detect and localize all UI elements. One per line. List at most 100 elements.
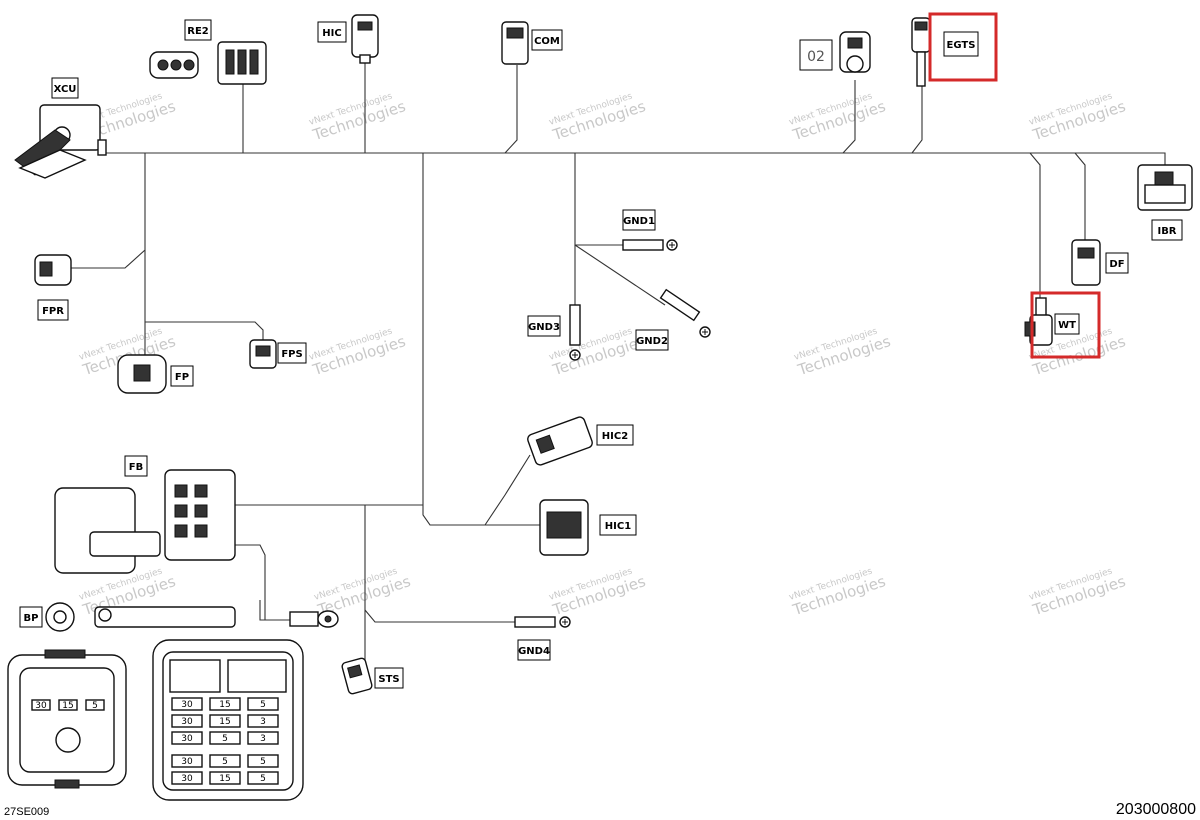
fpr-wire [70,153,146,269]
watermark: vNext Technologies Technologies [548,566,648,619]
egts-highlight [928,12,998,82]
wt-highlight [1030,291,1101,359]
hic-label-box [317,21,347,43]
o2-label-box [799,39,833,71]
fuse-box-open[interactable]: 30 15 5 30 15 3 30 5 3 30 5 5 30 15 5 [152,639,304,801]
fuse-slot [58,699,78,711]
fuse-rating: 30 [35,701,47,711]
wt-label-box [1054,313,1080,335]
fp-label: FP [175,372,189,383]
part-number: 203000800 [1116,801,1196,818]
df-connector[interactable] [1071,239,1101,286]
gnd1-terminal[interactable] [622,239,678,251]
fuse-rating: 3 [260,734,266,744]
xcu-label: XCU [54,84,77,95]
sts-label-box [374,667,404,689]
fuse-rating: 5 [260,700,266,710]
xcu-connector[interactable] [14,104,107,179]
fuse-rating: 5 [260,757,266,767]
hic1-label-box [599,514,637,536]
df-label-box [1105,252,1129,274]
fb-connector[interactable] [54,469,236,574]
watermark: vNext Technologies Technologies [1028,566,1128,619]
watermark: vNext Technologies Technologies [788,91,888,144]
fuse-rating: 5 [222,734,228,744]
hic1-label: HIC1 [605,521,631,532]
fuse-rating: 5 [260,774,266,784]
df-label: DF [1109,259,1124,270]
bp-terminal[interactable] [45,602,339,632]
com-label: COM [534,36,560,47]
gnd2-terminal[interactable] [659,288,711,338]
fuse-rating: 30 [181,717,193,727]
drawing-code-left: 27SE009 [4,806,49,818]
com-label-box [531,29,563,51]
wt-label: WT [1058,320,1076,331]
hic1-connector[interactable] [539,499,589,556]
o2-label: 02 [807,49,825,65]
fpr-connector[interactable] [34,254,72,286]
bp-label-box [19,606,43,628]
com-wire [504,65,518,154]
fuse-rating: 5 [92,701,98,711]
gnd1-label: GND1 [623,216,655,227]
watermark: vNext Technologies Technologies [548,91,648,144]
fps-wire [145,321,264,340]
gnd3-label: GND3 [528,322,560,333]
fuse-box-cover[interactable]: 30 15 5 [7,649,127,789]
hic-connector[interactable] [351,14,379,64]
ibr-label-box [1151,219,1183,241]
fuse-rating: 15 [219,717,230,727]
wt-wire [1029,152,1041,298]
gnd1-label-box [622,209,656,231]
fuse-rating: 30 [181,774,193,784]
fp-connector[interactable] [117,354,167,394]
fuse-rating: 30 [181,757,193,767]
xcu-label-box [51,77,79,99]
fps-connector[interactable] [249,339,277,369]
fpr-label: FPR [42,306,64,317]
fb-label: FB [129,462,143,473]
sts-connector[interactable] [341,657,373,695]
gnd2-label-box [635,329,669,351]
gnd4-terminal[interactable] [514,616,571,628]
gnd4-wire [364,609,515,623]
hic2-label-box [596,424,634,446]
fps-label: FPS [281,349,302,360]
egts-connector[interactable] [911,17,931,87]
fuse-rating: 15 [219,774,230,784]
fpr-label-box [37,299,69,321]
relay-slot [227,659,287,693]
fuse-rating: 30 [181,734,193,744]
watermark: vNext Technologies Technologies [793,326,893,379]
sts-label: STS [378,674,399,685]
fps-label-box [277,342,307,364]
fuse-slot [85,699,105,711]
gnd4-label: GND4 [518,646,550,657]
watermark: vNext Technologies Technologies [1028,91,1128,144]
hic2-wire [422,153,531,526]
hic2-connector[interactable] [526,416,593,467]
main-trunk-wire [100,152,1166,165]
wires [70,60,1166,660]
gnd4-label-box [517,639,551,661]
re2-connector[interactable] [149,41,267,85]
com-connector[interactable] [501,21,529,65]
fuse-rating: 30 [181,700,193,710]
egts-wire [911,85,923,154]
watermark: vNext Technologies Technologies [548,326,648,379]
gnd3-terminal[interactable] [569,304,581,361]
ibr-connector[interactable] [1137,164,1193,211]
wt-connector[interactable] [1024,297,1053,346]
egts-label: EGTS [947,40,976,51]
watermark: vNext Technologies Technologies [788,566,888,619]
gnd3-label-box [527,315,561,337]
fp-label-box [170,365,194,387]
re2-label-box [184,19,212,41]
fb-label-box [124,455,148,477]
watermark: vNext Technologies Technologies [308,326,408,379]
hic2-label: HIC2 [602,431,628,442]
bp-wire [259,600,290,621]
o2-connector[interactable] [839,31,871,73]
